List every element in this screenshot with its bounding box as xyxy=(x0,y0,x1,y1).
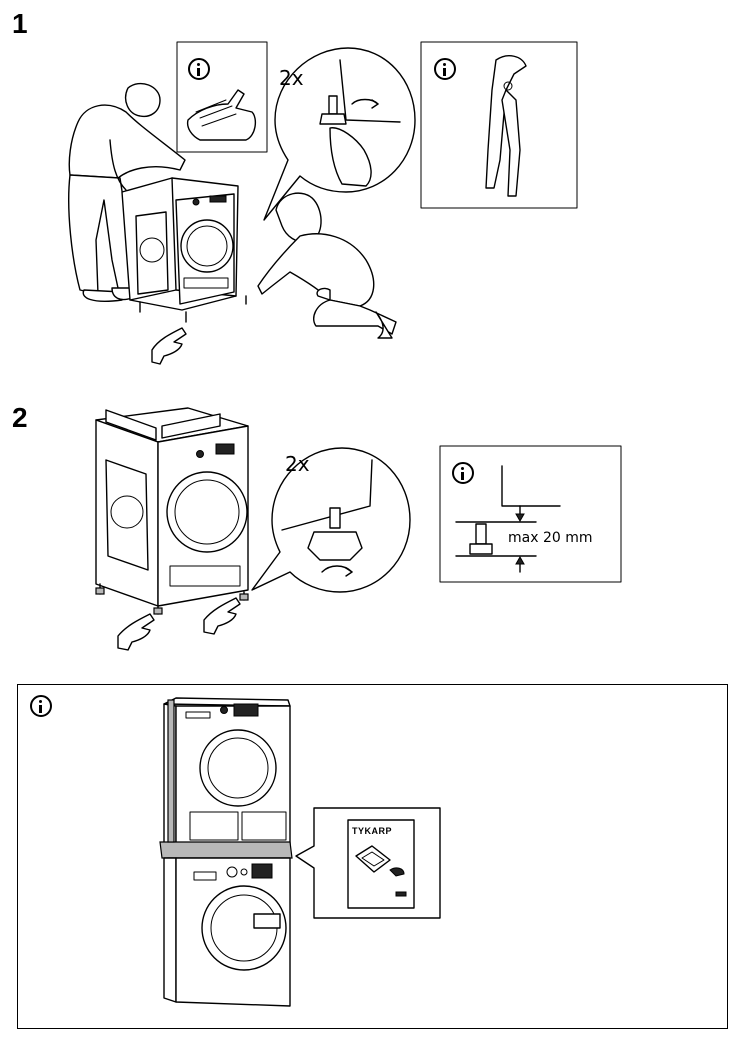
leg-limit-label: max 20 mm xyxy=(508,530,593,546)
pointing-hand-icon-right xyxy=(203,597,241,635)
leg-adjust-zoom-bubble xyxy=(251,447,411,593)
pointing-hand-icon-left xyxy=(117,613,155,651)
stacked-washer xyxy=(163,857,291,1007)
info-icon-pliers xyxy=(434,58,456,80)
dryer-upright xyxy=(95,407,249,615)
dryer-tilted xyxy=(121,177,247,323)
info-icon-stacking xyxy=(30,695,52,717)
step-2-multiplier: 2x xyxy=(285,452,310,476)
booklet-callout xyxy=(295,807,441,919)
step-2-number: 2 xyxy=(12,402,28,433)
info-icon-leg xyxy=(452,462,474,484)
info-icon-gloves xyxy=(188,58,210,80)
pointing-hand-icon xyxy=(151,327,187,365)
step-1-number: 1 xyxy=(12,8,28,39)
stacked-dryer xyxy=(163,697,291,847)
pliers-icon xyxy=(485,55,527,197)
booklet-title: TYKARP xyxy=(352,826,393,836)
person-lifting xyxy=(68,82,186,302)
gloves-icon xyxy=(186,89,257,141)
person-kneeling xyxy=(257,192,397,339)
leg-zoom-bubble xyxy=(263,47,416,221)
leg-height-diagram xyxy=(455,465,561,573)
step-1-multiplier: 2x xyxy=(279,66,304,90)
